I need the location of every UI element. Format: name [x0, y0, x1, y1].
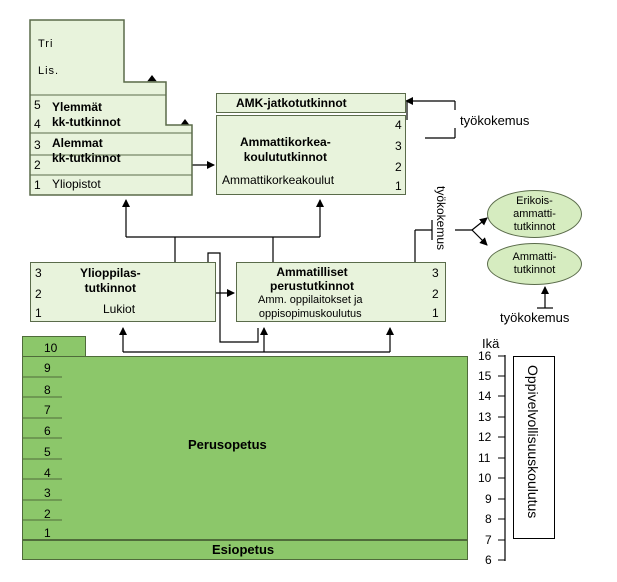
age-13: 13 — [478, 410, 492, 424]
vocational-level-2: 2 — [432, 287, 439, 301]
polytechnic-level-3: 3 — [395, 139, 402, 153]
upper-secondary-institution: Lukiot — [103, 302, 136, 316]
upper-secondary-level-3: 3 — [35, 266, 42, 280]
polytechnic-postgrad-label: AMK-jatkotutkinnot — [236, 96, 347, 110]
further-qualifications-oval: Ammatti- tutkinnot — [487, 243, 582, 285]
upper-degrees-label: Ylemmät kk-tutkinnot — [52, 100, 121, 129]
compulsory-education-box — [513, 356, 555, 539]
grade-4: 4 — [44, 466, 51, 480]
licentiate-label: Lis. — [38, 65, 60, 77]
vocational-box — [236, 262, 446, 322]
basic-education-title: Perusopetus — [188, 437, 267, 452]
grade-9: 9 — [44, 361, 51, 375]
grade-6: 6 — [44, 424, 51, 438]
polytechnic-level-1: 1 — [395, 179, 402, 193]
age-7: 7 — [485, 533, 492, 547]
polytechnic-postgrad-box — [216, 93, 406, 113]
polytechnic-box — [216, 115, 406, 195]
age-9: 9 — [485, 492, 492, 506]
upper-secondary-level-2: 2 — [35, 287, 42, 301]
grade-8: 8 — [44, 383, 51, 397]
university-level-4: 4 — [34, 117, 41, 131]
work-experience-label-vertical: työkokemus — [434, 186, 448, 251]
polytechnic-level-2: 2 — [395, 160, 402, 174]
vocational-level-1: 1 — [432, 306, 439, 320]
polytechnic-level-4: 4 — [395, 118, 402, 132]
grade-2: 2 — [44, 507, 51, 521]
polytechnic-degrees-label: Ammattikorkea- koulututkinnot — [240, 135, 331, 164]
age-axis-label: Ikä — [482, 336, 500, 351]
doctorate-label: Tri — [38, 38, 54, 50]
grade-10: 10 — [44, 341, 58, 355]
university-level-5: 5 — [34, 98, 41, 112]
further-qualifications-label: Ammatti- tutkinnot — [512, 251, 557, 276]
preschool-box — [22, 540, 468, 560]
age-15: 15 — [478, 369, 492, 383]
vocational-title: Ammatilliset perustutkinnot — [270, 265, 354, 293]
university-institution: Yliopistot — [52, 177, 101, 191]
university-level-2: 2 — [34, 158, 41, 172]
lower-degrees-label: Alemmat kk-tutkinnot — [52, 136, 121, 165]
compulsory-education-label: Oppivelvollisuuskoulutus — [525, 365, 541, 519]
vocational-level-3: 3 — [432, 266, 439, 280]
grade-5: 5 — [44, 445, 51, 459]
grade-3: 3 — [44, 486, 51, 500]
university-level-3: 3 — [34, 138, 41, 152]
work-experience-label-postgrad: työkokemus — [460, 113, 530, 128]
age-12: 12 — [478, 430, 492, 444]
vocational-institution: Amm. oppilaitokset ja oppisopimuskoulutu… — [258, 294, 363, 320]
work-experience-label-ammatti: työkokemus — [500, 310, 570, 325]
age-6: 6 — [485, 553, 492, 567]
preschool-label: Esiopetus — [212, 542, 275, 557]
polytechnic-institution: Ammattikorkeakoulut — [222, 173, 335, 187]
university-level-1: 1 — [34, 178, 41, 192]
grade-1: 1 — [44, 526, 51, 540]
age-16: 16 — [478, 349, 492, 363]
upper-secondary-box — [30, 262, 216, 322]
age-10: 10 — [478, 471, 492, 485]
specialist-qualifications-label: Erikois- ammatti- tutkinnot — [513, 194, 556, 233]
basic-education-box — [22, 356, 468, 540]
grade-7: 7 — [44, 403, 51, 417]
age-11: 11 — [478, 451, 491, 465]
age-14: 14 — [478, 389, 492, 403]
upper-secondary-title: Ylioppilas- tutkinnot — [80, 266, 141, 295]
age-8: 8 — [485, 512, 492, 526]
specialist-qualifications-oval: Erikois- ammatti- tutkinnot — [487, 190, 582, 238]
upper-secondary-level-1: 1 — [35, 306, 42, 320]
